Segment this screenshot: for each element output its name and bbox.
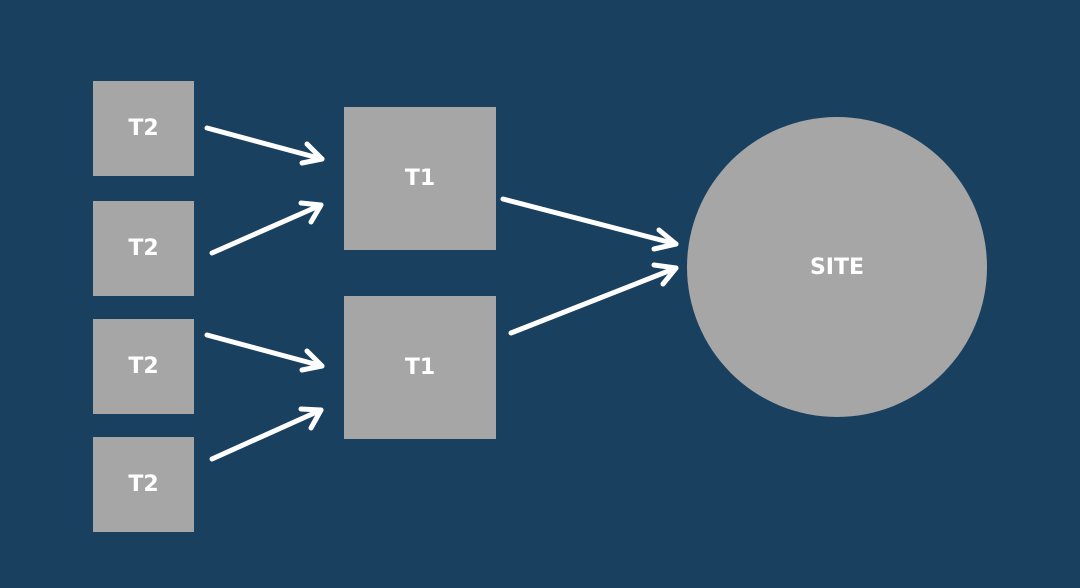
tier1-node-label: T1 [404, 166, 436, 191]
tier2-node-4: T2 [93, 437, 194, 532]
tier1-node-1: T1 [344, 107, 496, 250]
arrow-t1-1-to-site [500, 196, 679, 252]
site-node-label: SITE [809, 254, 865, 280]
arrow-t2-1-to-t1-1 [204, 125, 325, 166]
tier1-node-2: T1 [344, 296, 496, 439]
arrow-t2-3-to-t1-2 [204, 332, 325, 373]
tier2-node-label: T2 [128, 116, 159, 141]
tier2-node-label: T2 [128, 354, 159, 379]
tier1-node-label: T1 [404, 355, 436, 380]
site-node: SITE [687, 117, 987, 417]
arrow-t1-2-to-site [508, 262, 679, 336]
arrow-t2-4-to-t1-2 [209, 406, 324, 462]
arrow-t2-2-to-t1-1 [209, 200, 324, 256]
tier2-node-2: T2 [93, 201, 194, 296]
tier2-node-3: T2 [93, 319, 194, 414]
tier2-node-label: T2 [128, 472, 159, 497]
tier2-node-label: T2 [128, 236, 159, 261]
tier2-node-1: T2 [93, 81, 194, 176]
